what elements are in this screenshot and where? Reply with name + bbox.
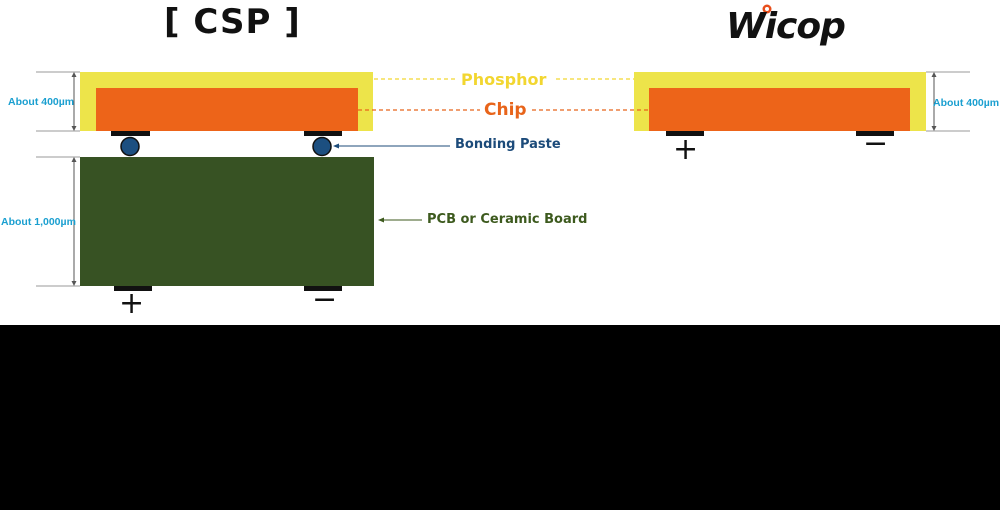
wicop-logo: Wicop — [726, 6, 846, 47]
wicop-package-dimension-label: About 400µm — [933, 97, 1000, 109]
csp-bonding-paste-left — [120, 136, 140, 157]
board-label: PCB or Ceramic Board — [427, 212, 588, 227]
csp-title: [ CSP ] — [164, 2, 301, 42]
bonding-paste-label: Bonding Paste — [455, 137, 561, 152]
csp-package-dimension-label: About 400µm — [8, 96, 75, 108]
board-electrode-right — [304, 286, 342, 291]
wicop-chip — [649, 88, 910, 131]
csp-bonding-paste-right — [312, 136, 332, 157]
diagram-shapes — [36, 4, 970, 291]
csp-electrode-left — [111, 131, 150, 136]
wicop-electrode-right — [856, 131, 894, 136]
phosphor-label: Phosphor — [461, 70, 547, 89]
diagram-canvas: [ CSP ] Wicop Phosphor Chip Bonding Past… — [0, 0, 1000, 325]
board-negative-sign: − — [312, 282, 338, 317]
csp-board — [80, 157, 374, 286]
csp-electrode-right — [304, 131, 342, 136]
wicop-negative-sign: − — [863, 126, 889, 161]
chip-label: Chip — [484, 100, 527, 120]
wicop-positive-sign: + — [673, 132, 699, 167]
board-electrode-left — [114, 286, 152, 291]
csp-board-dimension-label: About 1,000µm — [1, 216, 76, 228]
wicop-electrode-left — [666, 131, 704, 136]
board-positive-sign: + — [119, 286, 145, 321]
csp-chip — [96, 88, 358, 131]
